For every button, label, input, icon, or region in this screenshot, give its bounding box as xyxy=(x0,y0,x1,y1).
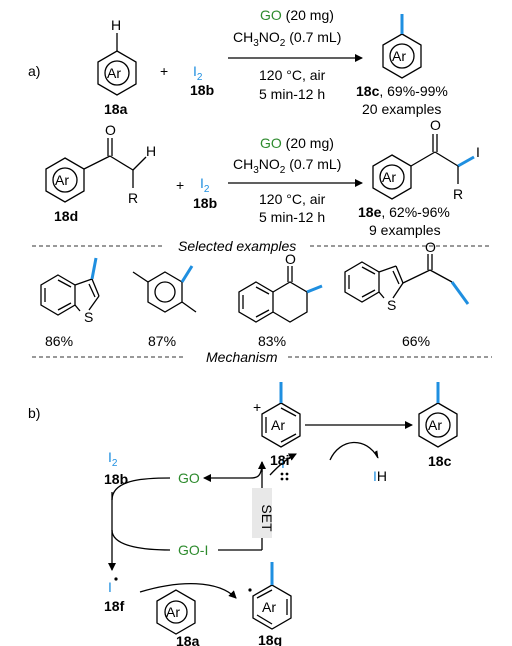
ring-label: Ar xyxy=(382,169,396,185)
structure-iodoarene-18c-mech: Ar xyxy=(418,382,458,448)
compound-label-18d: 18d xyxy=(54,208,78,224)
condition-time: 5 min-12 h xyxy=(259,209,325,225)
structure-arene-18a: H Ar xyxy=(97,17,137,96)
example-yield: 83% xyxy=(258,333,286,349)
iodine-radical: I xyxy=(108,579,112,595)
carbonyl-oxygen: O xyxy=(425,239,436,255)
compound-label-18b: 18b xyxy=(104,471,128,487)
product-examples-18e: 9 examples xyxy=(369,222,441,238)
compound-label-18g: 18g xyxy=(258,632,282,646)
ring-label: Ar xyxy=(271,417,285,433)
mech-iodine: I2 xyxy=(108,449,118,469)
ring-label: Ar xyxy=(166,604,180,620)
compound-label-18b: 18b xyxy=(190,82,214,98)
plus-sign: + xyxy=(160,63,168,79)
proton-loss-arrow xyxy=(329,441,379,461)
carbonyl-oxygen: O xyxy=(430,117,441,133)
condition-temperature: 120 °C, air xyxy=(259,67,326,83)
reagent-iodine: I2 xyxy=(200,175,210,195)
mech-go: GO xyxy=(178,470,200,486)
mechanism-heading: Mechanism xyxy=(206,349,278,365)
mech-hi: IH xyxy=(373,468,387,484)
ring-label: Ar xyxy=(55,172,69,188)
ring-label: Ar xyxy=(262,599,276,615)
cation-charge: + xyxy=(253,399,261,415)
structure-ketone-18d: Ar O H R xyxy=(45,122,156,206)
compound-label-18i: 18i xyxy=(270,452,289,468)
example-iodo-xylene xyxy=(132,265,197,313)
panel-a-label: a) xyxy=(28,63,40,79)
cycle-arc xyxy=(111,529,171,551)
h-atom: H xyxy=(111,17,121,33)
compound-label-18f: 18f xyxy=(104,598,125,614)
sulfur-atom: S xyxy=(387,297,396,313)
example-iodobenzothiophene: S xyxy=(40,257,100,325)
condition-catalyst: GO (20 mg) xyxy=(260,135,334,151)
condition-catalyst: GO (20 mg) xyxy=(260,7,334,23)
sulfur-atom: S xyxy=(84,309,93,325)
example-yield: 66% xyxy=(402,333,430,349)
compound-label-18a: 18a xyxy=(176,633,200,646)
condition-solvent: CH3NO2 (0.7 mL) xyxy=(233,156,341,176)
reagent-iodine: I2 xyxy=(193,63,203,83)
conditions-row2: GO (20 mg) CH3NO2 (0.7 mL) 120 °C, air 5… xyxy=(228,135,363,225)
structure-iodoarene-18c: Ar xyxy=(382,14,422,79)
selected-examples-heading: Selected examples xyxy=(178,238,296,254)
example-iodotetralone: O xyxy=(238,251,323,323)
product-yield-18e: 18e, 62%-96% xyxy=(358,204,450,220)
condition-time: 5 min-12 h xyxy=(259,86,325,102)
ring-label: Ar xyxy=(428,417,442,433)
ring-label: Ar xyxy=(107,65,121,81)
carbonyl-oxygen: O xyxy=(105,122,116,138)
carbonyl-oxygen: O xyxy=(285,251,296,267)
example-yield: 87% xyxy=(148,333,176,349)
compound-label-18a: 18a xyxy=(104,101,128,117)
h-atom: H xyxy=(146,143,156,159)
cycle-arc xyxy=(111,477,171,501)
r-group: R xyxy=(453,186,463,202)
structure-cation-18i: + Ar xyxy=(253,382,301,448)
iodide-formation-arrow xyxy=(269,453,297,476)
cycle-arc xyxy=(249,461,263,479)
plus-sign: + xyxy=(176,177,184,193)
example-yield: 86% xyxy=(45,333,73,349)
mech-go-i: GO-I xyxy=(178,542,208,558)
mech-iodide: I− xyxy=(281,454,291,471)
iodine-atom: I xyxy=(476,144,480,160)
structure-iodoketone-18e: Ar O I R xyxy=(372,117,480,202)
radical-addition-arrow xyxy=(139,582,237,599)
condition-solvent: CH3NO2 (0.7 mL) xyxy=(233,29,341,49)
compound-label-18b: 18b xyxy=(193,195,217,211)
condition-temperature: 120 °C, air xyxy=(259,191,326,207)
r-group: R xyxy=(128,190,138,206)
set-badge xyxy=(252,488,272,538)
conditions-row1: GO (20 mg) CH3NO2 (0.7 mL) 120 °C, air 5… xyxy=(228,7,363,102)
structure-radical-18g: Ar xyxy=(248,562,292,630)
panel-b-label: b) xyxy=(28,405,40,421)
example-iodoacetyl-benzothiophene: S O xyxy=(344,239,470,313)
structure-arene-18a-mech: Ar xyxy=(156,589,196,635)
compound-label-18c: 18c xyxy=(428,453,452,469)
product-yield-18c: 18c, 69%-99% xyxy=(356,83,448,99)
ring-label: Ar xyxy=(392,48,406,64)
product-examples-18c: 20 examples xyxy=(362,101,441,117)
set-label: SET xyxy=(259,504,275,532)
